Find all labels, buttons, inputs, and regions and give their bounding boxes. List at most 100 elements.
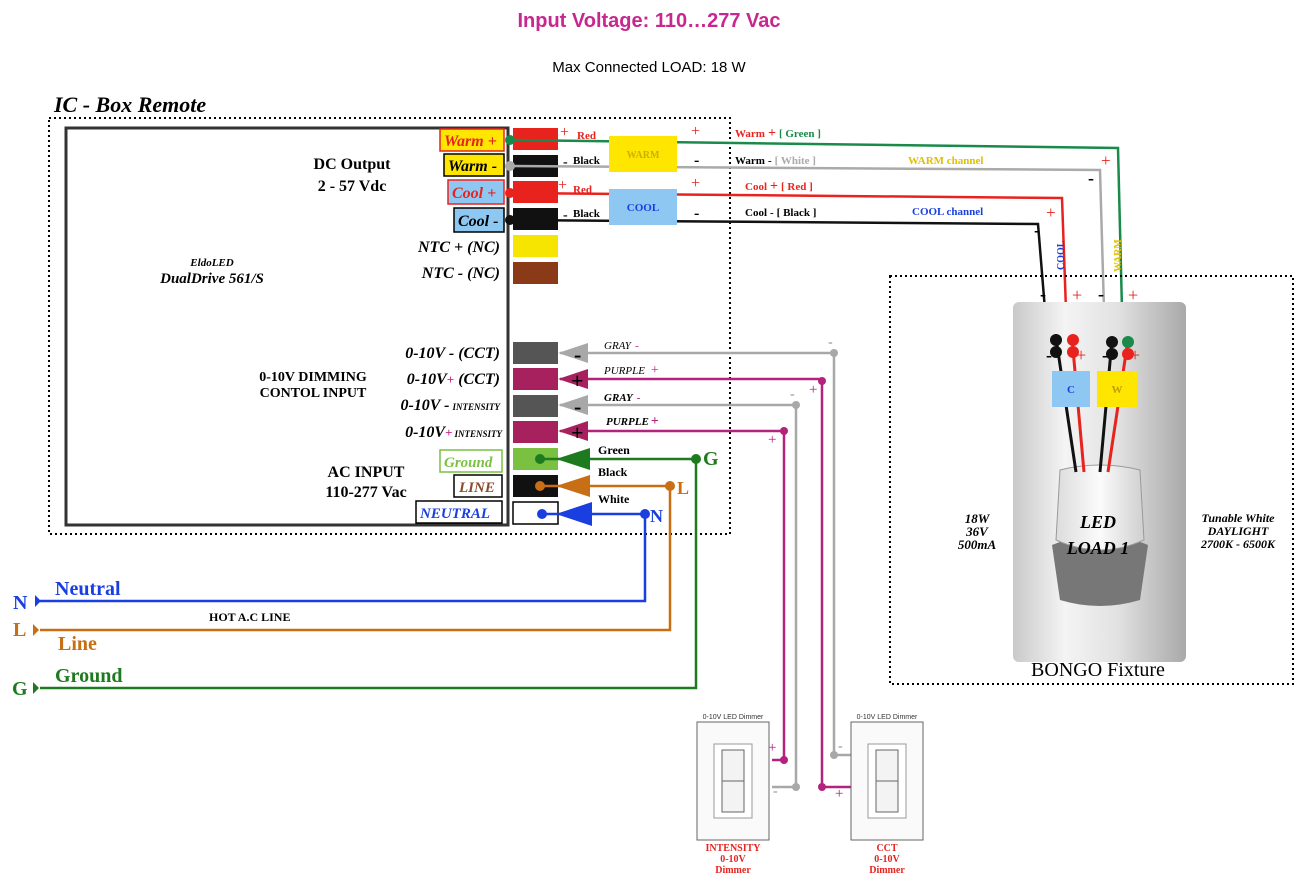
plus-sign: + <box>768 126 776 141</box>
vertical-cool-label: COOL <box>1056 240 1067 270</box>
cct-dimmer-header: 0-10V LED Dimmer <box>857 714 918 721</box>
spec-current: 500mA <box>958 537 997 552</box>
intensity-dimmer: 0-10V LED Dimmer INTENSITY 0-10V Dimmer … <box>696 714 778 876</box>
warm-box-label: WARM <box>627 150 660 161</box>
wire-label-gray-1: GRAY <box>604 340 633 352</box>
minus-sign: - <box>694 152 699 169</box>
minus-sign: - <box>770 207 774 219</box>
plus-sign: + <box>835 786 843 802</box>
fixture-desc-3: 2700K - 6500K <box>1200 537 1276 551</box>
page-title: Input Voltage: 110…277 Vac <box>517 10 780 32</box>
minus-sign: - <box>828 335 833 350</box>
warm-minus-color: [ White ] <box>775 155 816 167</box>
fixture-title: BONGO Fixture <box>1031 659 1165 681</box>
warm-channel-label: WARM channel <box>908 155 983 167</box>
warm-plus-text: Warm <box>735 128 765 140</box>
svg-text:0-10V+INTENSITY: 0-10V+INTENSITY <box>405 424 503 441</box>
minus-sign: - <box>838 739 843 754</box>
vertical-warm-label: WARM <box>1113 239 1124 272</box>
wire-label-purple-2: PURPLE <box>606 416 649 428</box>
svg-text:PURPLE+: PURPLE+ <box>603 363 659 378</box>
terminal-dim-int-plus: 0-10V <box>405 424 446 441</box>
terminal-ntc-plus: NTC + (NC) <box>417 239 500 256</box>
svg-text:Warm-[ White ]: Warm-[ White ] <box>735 155 816 167</box>
spec-volts: 36V <box>965 524 989 539</box>
svg-text:Cool+[ Red ]: Cool+[ Red ] <box>745 179 813 194</box>
driver-brand: EldoLED <box>189 257 233 269</box>
intensity-dimmer-subtitle: Dimmer <box>715 865 751 876</box>
terminal-dim-cct-plus-sign: + <box>447 372 454 387</box>
driver-model: DualDrive 561/S <box>159 271 264 287</box>
minus-sign: - <box>773 784 778 799</box>
bongo-fixture: - + - + - + - + C W LED LOAD 1 18W 36V 5… <box>889 275 1294 685</box>
svg-text:0-10V+ (CCT): 0-10V+ (CCT) <box>407 371 500 388</box>
minus-sign: - <box>563 208 568 223</box>
plus-sign: + <box>770 179 778 194</box>
plus-sign: + <box>768 740 776 756</box>
minus-sign: - <box>1034 220 1040 240</box>
intensity-dimmer-header: 0-10V LED Dimmer <box>703 714 764 721</box>
minus-sign: - <box>1102 345 1108 365</box>
plus-sign: + <box>651 414 659 429</box>
wire-label-black-2: Black <box>573 208 601 220</box>
svg-text:0-10V -INTENSITY: 0-10V -INTENSITY <box>400 397 501 414</box>
w-label: W <box>1112 384 1123 396</box>
plus-sign: + <box>1128 285 1138 305</box>
cool-plus-color: [ Red ] <box>781 181 813 193</box>
junction-g: G <box>703 448 719 470</box>
wire-label-red-2: Red <box>573 184 592 196</box>
terminal-warm-minus: Warm - <box>448 158 497 175</box>
ground-label: Ground <box>55 665 122 687</box>
plus-sign: + <box>1130 345 1140 365</box>
cool-channel-label: COOL channel <box>912 206 983 218</box>
minus-sign: - <box>790 387 795 402</box>
terminal-cool-minus: Cool - <box>458 213 498 230</box>
line-label: Line <box>58 633 97 655</box>
plus-sign: + <box>571 368 584 393</box>
ic-box-title: IC - Box Remote <box>53 92 206 117</box>
plus-sign: + <box>1046 203 1056 222</box>
input-l-label: L <box>13 619 26 641</box>
terminal-dim-int-minus: 0-10V - <box>400 397 449 414</box>
dimming-title-2: CONTOL INPUT <box>260 386 367 401</box>
ac-wiring: Green Black White G L N N Neutral HOT A.… <box>12 443 719 700</box>
dimming-wiring: - + - + GRAY- PURPLE+ GRAY- PURPLE+ - + … <box>558 335 854 791</box>
minus-sign: - <box>1046 345 1052 365</box>
input-n-label: N <box>13 592 28 614</box>
hot-line-label: HOT A.C LINE <box>209 610 290 624</box>
ac-input-range: 110-277 Vac <box>325 484 406 501</box>
terminal-ntc-minus: NTC - (NC) <box>421 265 500 282</box>
wire-label-black-1: Black <box>573 155 601 167</box>
terminal-neutral: NEUTRAL <box>419 506 490 522</box>
plus-sign: + <box>560 124 569 141</box>
terminal-line: LINE <box>458 480 495 496</box>
terminal-dim-cct-plus-suffix: (CCT) <box>454 371 500 388</box>
ic-box-remote: IC - Box Remote EldoLED DualDrive 561/S … <box>48 92 731 535</box>
warm-plus-color: [ Green ] <box>779 128 821 140</box>
intensity-dimmer-title: INTENSITY <box>705 843 761 854</box>
plus-sign: + <box>691 175 700 192</box>
wire-label-purple-1: PURPLE <box>603 365 645 377</box>
junction-n: N <box>650 506 663 526</box>
plus-sign: + <box>558 177 567 194</box>
plus-sign: + <box>571 420 584 445</box>
terminal-dim-int-plus-suffix: INTENSITY <box>453 429 503 439</box>
svg-text:GRAY-: GRAY- <box>604 392 641 404</box>
plus-sign: + <box>768 432 776 448</box>
svg-text:Warm+[ Green ]: Warm+[ Green ] <box>735 126 821 141</box>
svg-text:Cool-[ Black ]: Cool-[ Black ] <box>745 207 816 219</box>
cool-minus-color: [ Black ] <box>777 207 817 219</box>
wire-label-red-1: Red <box>577 130 596 142</box>
cool-box-label: COOL <box>627 202 659 214</box>
c-label: C <box>1067 384 1075 396</box>
intensity-dimmer-range: 0-10V <box>720 854 746 865</box>
cct-dimmer-range: 0-10V <box>874 854 900 865</box>
terminal-ground: Ground <box>444 455 493 471</box>
minus-sign: - <box>574 342 581 367</box>
cool-plus-text: Cool <box>745 181 767 193</box>
terminal-dim-cct-plus: 0-10V <box>407 371 448 388</box>
svg-text:PURPLE+: PURPLE+ <box>606 414 659 429</box>
minus-sign: - <box>574 394 581 419</box>
minus-sign: - <box>563 155 568 170</box>
terminal-dim-int-plus-sign: + <box>445 425 452 440</box>
